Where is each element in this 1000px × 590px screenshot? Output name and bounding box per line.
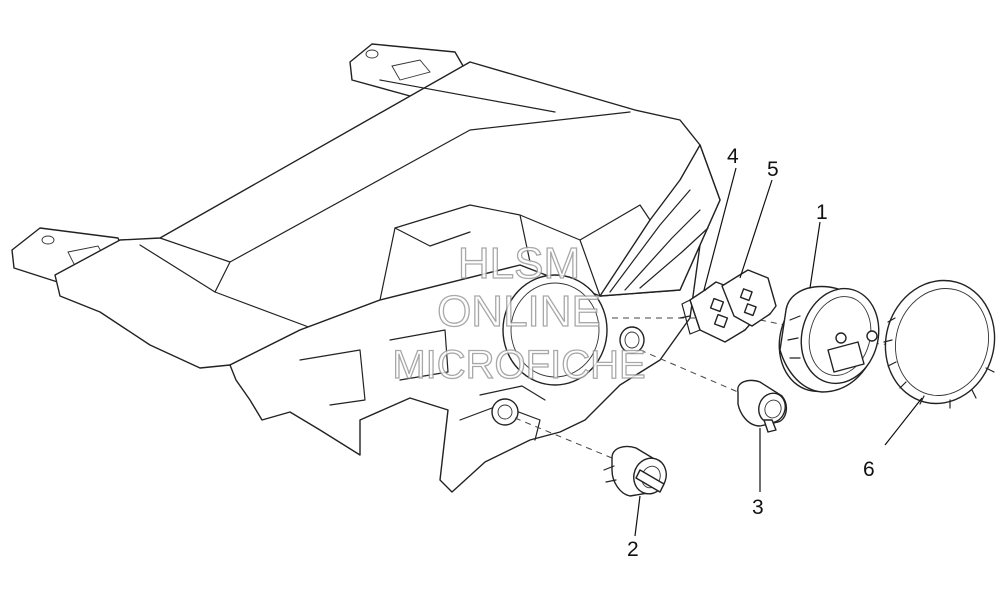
watermark-line-2: ONLINE bbox=[437, 287, 601, 336]
rocker-switch-part-5 bbox=[721, 269, 777, 327]
callout-5: 5 bbox=[767, 158, 779, 181]
gauge-cluster-part-1 bbox=[778, 285, 880, 393]
bezel-ring-part-6 bbox=[883, 279, 996, 409]
watermark-line-3: MICROFICHE bbox=[392, 343, 645, 387]
ignition-switch-part-2 bbox=[603, 445, 667, 497]
leader-lines bbox=[634, 167, 923, 537]
callout-1: 1 bbox=[816, 201, 828, 224]
callout-4: 4 bbox=[727, 145, 739, 168]
callout-3: 3 bbox=[752, 496, 764, 519]
dashboard-panel bbox=[11, 43, 721, 493]
callout-2: 2 bbox=[627, 538, 639, 561]
callout-6: 6 bbox=[863, 458, 875, 481]
watermark: HLSM ONLINE MICROFICHE bbox=[392, 238, 647, 387]
power-socket-part-3 bbox=[737, 379, 788, 433]
watermark-line-1: HLSM bbox=[458, 239, 580, 288]
